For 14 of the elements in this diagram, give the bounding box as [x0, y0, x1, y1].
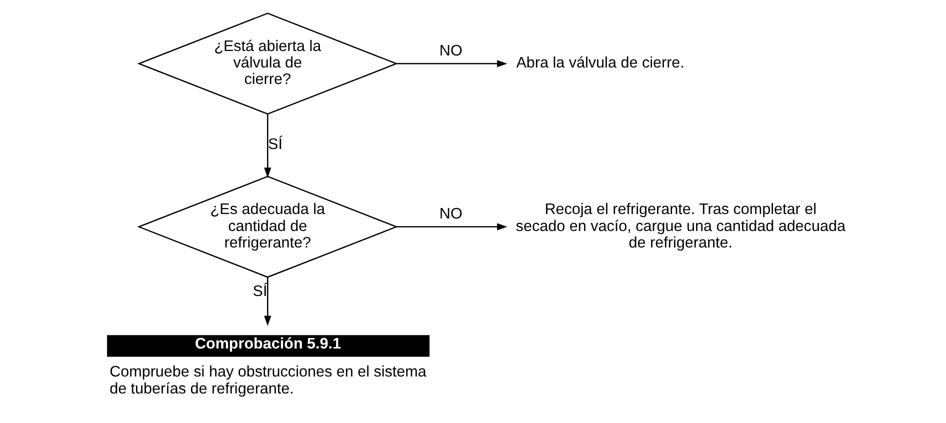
arrow	[396, 223, 507, 230]
node-diamond: ¿Es adecuada la cantidad de refrigerante?	[136, 176, 398, 278]
arrow	[264, 114, 271, 178]
edge-label: SÍ	[252, 283, 267, 300]
edge-label: NO	[438, 42, 462, 60]
edge-label: NO	[438, 206, 462, 223]
node-text: Recoja el refrigerante. Tras completar el secado en vacío, cargue una cantidad adecuada de refrigerante.	[515, 201, 845, 252]
arrow	[396, 60, 507, 68]
node-diamond: ¿Está abierta la válvula de cierre?	[136, 12, 398, 115]
node-label: Compruebe si hay obstrucciones en el sistema de tuberías de refrigerante.	[109, 364, 426, 398]
edge-label: SÍ	[268, 136, 282, 154]
node-box: Comprobación 5.9.1	[106, 335, 430, 357]
arrow	[264, 277, 271, 326]
node-text: Abra la válvula de cierre.	[516, 54, 684, 72]
